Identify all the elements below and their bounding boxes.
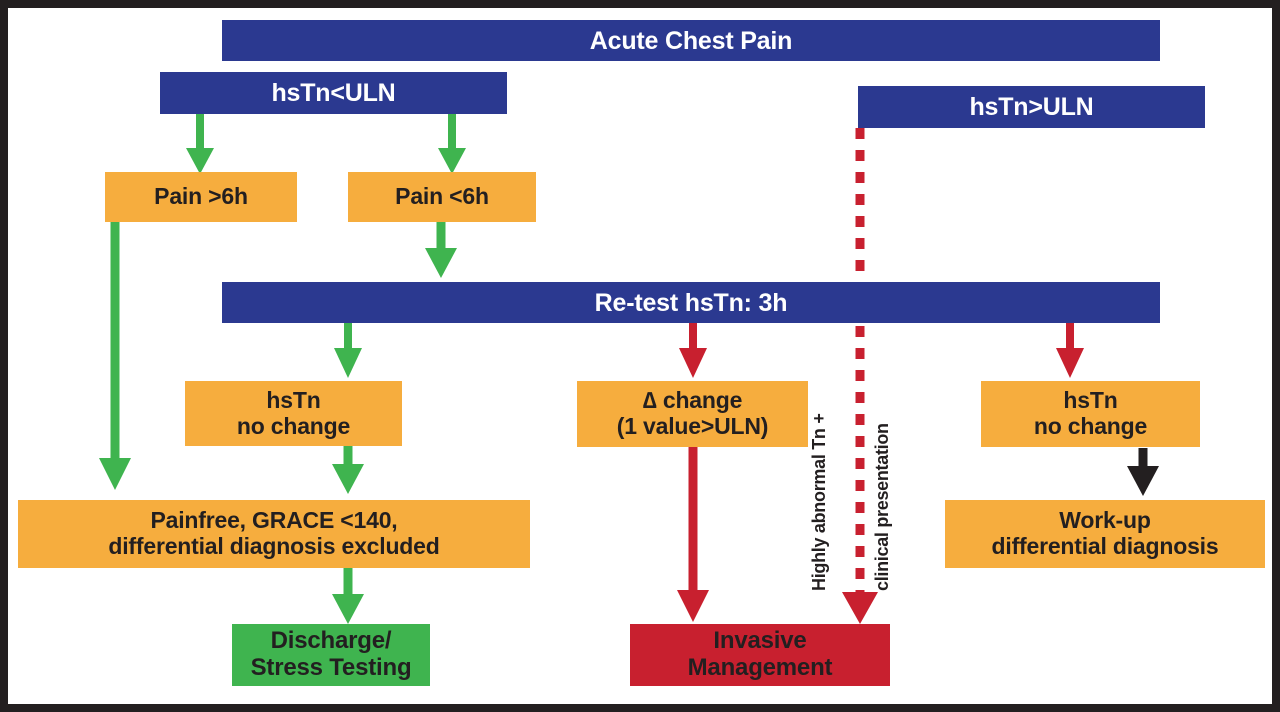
node-hstn-no-change-left[interactable]: hsTn no change — [185, 381, 402, 446]
node-painfree-grace[interactable]: Painfree, GRACE <140, differential diagn… — [18, 500, 530, 568]
arrow-painfree-to-discharge — [332, 568, 364, 624]
arrow-delta-change-to-invasive — [677, 447, 709, 622]
label-highly-abnormal-tn: Highly abnormal Tn + — [809, 413, 829, 591]
arrow-hstn-below-to-pain-over-6h — [186, 114, 214, 174]
arrow-hstn-below-to-pain-under-6h — [438, 114, 466, 174]
node-pain-under-6h[interactable]: Pain <6h — [348, 172, 536, 222]
arrow-pain-over-6h-to-painfree — [99, 222, 131, 490]
arrow-retest-to-hstn-no-change-right — [1056, 322, 1084, 378]
node-pain-over-6h[interactable]: Pain >6h — [105, 172, 297, 222]
node-hstn-below-uln[interactable]: hsTn<ULN — [160, 72, 507, 114]
node-discharge-stress-testing[interactable]: Discharge/ Stress Testing — [232, 624, 430, 686]
node-work-up[interactable]: Work-up differential diagnosis — [945, 500, 1265, 568]
label-clinical-presentation: clinical presentation — [872, 423, 892, 591]
arrow-hstn-no-change-left-to-painfree — [332, 446, 364, 494]
arrow-retest-to-hstn-no-change-left — [334, 322, 362, 378]
arrow-pain-under-6h-to-retest — [425, 222, 457, 278]
node-invasive-management[interactable]: Invasive Management — [630, 624, 890, 686]
arrow-retest-to-delta-change — [679, 322, 707, 378]
arrow-hstn-no-change-right-to-work-up — [1127, 448, 1159, 496]
node-acute-chest-pain[interactable]: Acute Chest Pain — [222, 20, 1160, 61]
node-retest-hstn-3h[interactable]: Re-test hsTn: 3h — [222, 282, 1160, 323]
node-delta-change[interactable]: ∆ change (1 value>ULN) — [577, 381, 808, 447]
node-hstn-above-uln[interactable]: hsTn>ULN — [858, 86, 1205, 128]
node-hstn-no-change-right[interactable]: hsTn no change — [981, 381, 1200, 447]
